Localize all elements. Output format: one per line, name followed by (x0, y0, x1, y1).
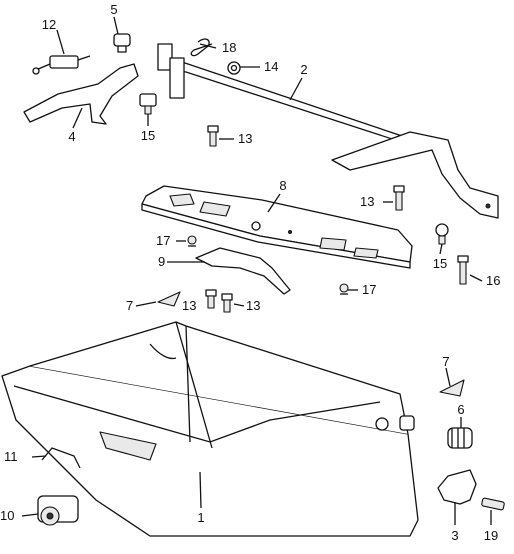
label-12: 12 (42, 17, 56, 32)
label-13-upper: 13 (238, 131, 252, 146)
label-17-left: 17 (156, 233, 170, 248)
screw-part-13-upper (207, 125, 219, 147)
label-10: 10 (0, 508, 14, 523)
label-13-middle-right: 13 (246, 298, 260, 313)
cushion-part-7-lower (439, 379, 465, 397)
bolt-part-15-right (435, 223, 449, 245)
label-16: 16 (486, 273, 500, 288)
stay-part-4 (23, 63, 139, 125)
label-3: 3 (451, 528, 458, 543)
label-5: 5 (110, 2, 117, 17)
label-13-middle-left: 13 (182, 298, 196, 313)
screw-part-13-middle-right (221, 293, 233, 313)
label-9: 9 (158, 254, 165, 269)
label-15-right: 15 (433, 256, 447, 271)
label-6: 6 (457, 402, 464, 417)
mounting-bar-part-2 (157, 43, 499, 219)
clip-nut-part-14 (227, 61, 241, 75)
screw-part-13-right (393, 185, 405, 211)
label-8: 8 (279, 178, 286, 193)
pin-part-19 (481, 497, 505, 511)
gear-damper-part-6 (447, 427, 473, 449)
bolt-part-15-upper (139, 93, 157, 115)
lock-part-10 (37, 495, 79, 526)
damper-part-12 (32, 55, 91, 75)
label-7-upper: 7 (126, 298, 133, 313)
bolt-part-16 (457, 255, 469, 285)
clip-part-17-right (339, 283, 349, 295)
label-15-upper: 15 (141, 128, 155, 143)
label-4: 4 (68, 129, 75, 144)
label-2: 2 (300, 62, 307, 77)
label-14: 14 (264, 59, 278, 74)
label-1: 1 (197, 510, 204, 525)
latch-part-9 (195, 247, 291, 295)
clip-part-17-left (187, 235, 197, 247)
clip-part-18 (190, 38, 213, 57)
bumper-part-5 (113, 33, 131, 53)
glove-box-part-1 (1, 321, 419, 537)
callout-labels: 12 5 18 14 2 4 15 13 8 13 17 9 15 16 17 … (0, 2, 500, 543)
cushion-part-7-upper (157, 291, 181, 307)
leader-lines (21, 16, 492, 525)
label-19: 19 (484, 528, 498, 543)
label-11: 11 (4, 449, 18, 464)
screw-part-13-middle-left (205, 289, 217, 309)
spring-part-11 (41, 447, 81, 469)
label-7-lower: 7 (442, 354, 449, 369)
label-18: 18 (222, 40, 236, 55)
hinge-bracket-part-3 (437, 469, 477, 505)
upper-cover-part-8 (141, 185, 413, 269)
label-13-right: 13 (360, 194, 374, 209)
label-17-right: 17 (362, 282, 376, 297)
